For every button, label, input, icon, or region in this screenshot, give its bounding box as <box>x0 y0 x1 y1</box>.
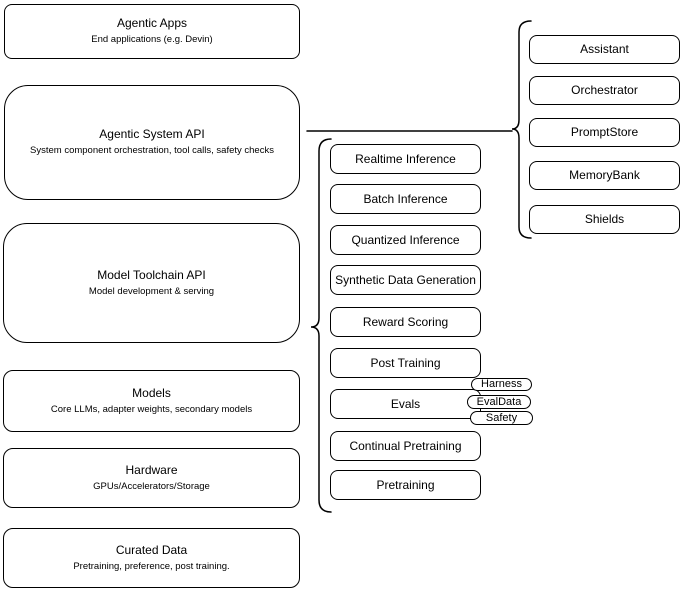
node-post-training: Post Training <box>330 348 481 378</box>
node-shields: Shields <box>529 205 680 234</box>
node-title: Model Toolchain API <box>97 267 206 282</box>
node-evals: Evals <box>330 389 481 419</box>
node-continual-pretraining: Continual Pretraining <box>330 431 481 461</box>
node-models: Models Core LLMs, adapter weights, secon… <box>3 370 300 432</box>
node-title: Quantized Inference <box>351 232 460 247</box>
node-assistant: Assistant <box>529 35 680 64</box>
node-title: Hardware <box>125 462 178 477</box>
node-title: Continual Pretraining <box>349 438 462 453</box>
node-synthetic-data-generation: Synthetic Data Generation <box>330 265 481 295</box>
node-subtitle: End applications (e.g. Devin) <box>91 34 213 46</box>
node-title: Post Training <box>370 355 441 370</box>
toolchain-components-bracket <box>310 138 332 513</box>
node-title: Shields <box>584 212 625 226</box>
node-subtitle: System component orchestration, tool cal… <box>30 145 274 157</box>
node-title: Assistant <box>580 42 629 56</box>
node-subtitle: Core LLMs, adapter weights, secondary mo… <box>50 403 253 415</box>
node-agentic-system-api: Agentic System API System component orch… <box>4 85 300 200</box>
node-title: Batch Inference <box>363 191 448 206</box>
node-realtime-inference: Realtime Inference <box>330 144 481 174</box>
node-subtitle: Model development & serving <box>88 285 215 297</box>
pill-harness: Harness <box>471 378 532 391</box>
node-promptstore: PromptStore <box>529 118 680 147</box>
pill-evaldata: EvalData <box>467 395 531 409</box>
node-title: Agentic System API <box>99 127 205 142</box>
node-curated-data: Curated Data Pretraining, preference, po… <box>3 528 300 588</box>
node-memorybank: MemoryBank <box>529 161 680 190</box>
node-title: Reward Scoring <box>362 314 449 329</box>
node-quantized-inference: Quantized Inference <box>330 225 481 255</box>
node-title: Models <box>132 385 171 400</box>
node-title: MemoryBank <box>569 168 640 182</box>
node-title: Curated Data <box>115 542 188 557</box>
node-hardware: Hardware GPUs/Accelerators/Storage <box>3 448 300 508</box>
node-model-toolchain-api: Model Toolchain API Model development & … <box>3 223 300 343</box>
node-title: Synthetic Data Generation <box>335 272 476 287</box>
node-subtitle: GPUs/Accelerators/Storage <box>93 480 210 492</box>
node-batch-inference: Batch Inference <box>330 184 481 214</box>
node-orchestrator: Orchestrator <box>529 76 680 105</box>
node-title: Pretraining <box>376 477 435 492</box>
pill-safety: Safety <box>470 411 533 425</box>
node-title: Realtime Inference <box>355 151 456 166</box>
node-reward-scoring: Reward Scoring <box>330 307 481 337</box>
node-title: Evals <box>390 396 421 411</box>
node-title: Orchestrator <box>571 83 638 97</box>
node-agentic-apps: Agentic Apps End applications (e.g. Devi… <box>4 4 300 59</box>
node-subtitle: Pretraining, preference, post training. <box>73 560 230 572</box>
node-title: PromptStore <box>570 125 639 139</box>
node-pretraining: Pretraining <box>330 470 481 500</box>
node-title: Agentic Apps <box>116 16 188 31</box>
